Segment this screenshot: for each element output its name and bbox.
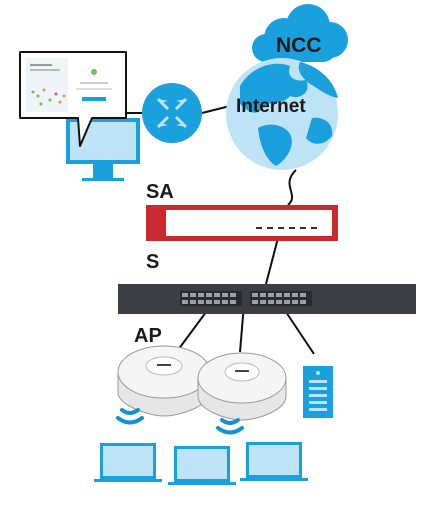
wifi-signal-icon (116, 408, 144, 425)
cloud-icon (252, 4, 348, 62)
wifi-signal-icon (216, 418, 244, 435)
switch-label: S (146, 251, 159, 273)
link-firewall-switch (265, 237, 279, 285)
firewall-icon (146, 205, 338, 241)
link-internet-firewall (287, 169, 297, 206)
laptop-icon (94, 443, 162, 482)
dashboard-callout (19, 51, 127, 147)
access-point-icon (117, 345, 211, 417)
switch-ports (182, 293, 306, 304)
access-points-label: AP (134, 325, 162, 347)
access-point-icon (197, 352, 287, 421)
monitor-icon (66, 118, 140, 181)
firewall-label: SA (146, 181, 174, 203)
firewall-port-leds (256, 227, 317, 229)
globe-label: Internet (236, 96, 306, 117)
globe-icon (226, 58, 338, 170)
laptop-icon (168, 446, 236, 485)
cloud-label: NCC (276, 34, 322, 57)
switch-icon (118, 284, 416, 314)
laptop-icon (240, 442, 308, 481)
server-icon (303, 366, 333, 418)
dashboard-map-dots (31, 88, 66, 106)
router-icon (142, 83, 202, 143)
